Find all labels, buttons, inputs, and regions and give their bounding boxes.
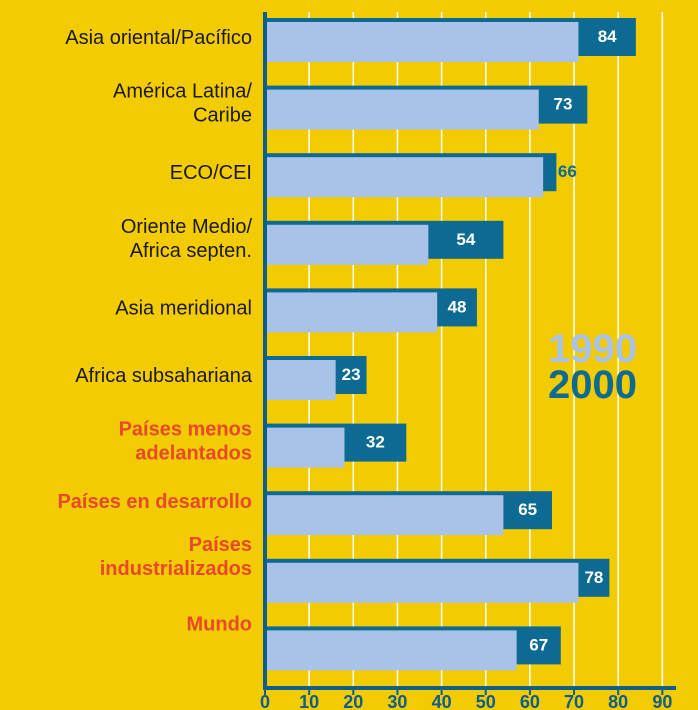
category-label: Mundo	[186, 613, 252, 635]
bar-1990	[265, 292, 438, 333]
x-tick-label: 80	[608, 692, 628, 710]
category-label: Oriente Medio/Africa septen.	[121, 216, 253, 262]
bar-1990	[265, 562, 579, 603]
x-tick-label: 60	[520, 692, 540, 710]
value-label: 73	[554, 95, 573, 114]
x-tick-label: 50	[476, 692, 496, 710]
bar-1990	[265, 495, 504, 536]
x-tick-label: 90	[652, 692, 672, 710]
value-label: 78	[584, 568, 603, 587]
category-label: ECO/CEI	[170, 162, 252, 184]
value-label: 66	[558, 162, 577, 181]
category-label: Africa subsahariana	[75, 365, 253, 387]
x-tick-label: 70	[564, 692, 584, 710]
bar-1990	[265, 360, 336, 400]
x-tick-label: 10	[299, 692, 319, 710]
x-tick-label: 0	[260, 692, 270, 710]
value-label: 84	[598, 27, 617, 46]
value-label: 32	[366, 433, 385, 452]
bar-1990	[265, 22, 579, 62]
bar-1990	[265, 630, 517, 671]
x-axis: 0 10 20 30 40 50 60 70 80 90	[260, 12, 676, 710]
category-label: Asia oriental/Pacífico	[65, 27, 252, 49]
category-label: América Latina/Caribe	[113, 81, 252, 127]
x-tick-label: 30	[387, 692, 407, 710]
legend-1990: 1990	[548, 327, 637, 371]
legend-2000: 2000	[548, 363, 637, 407]
value-label: 67	[529, 635, 548, 654]
x-tick-label: 40	[432, 692, 452, 710]
bar-1990	[265, 427, 345, 468]
bars: 84 73 66 54 48 23 32 65 78 67	[265, 18, 636, 671]
bar-1990	[265, 157, 544, 198]
category-label: Asia meridional	[115, 297, 252, 319]
bar-1990	[265, 89, 539, 130]
legend: 1990 2000	[548, 327, 637, 407]
category-label: Países en desarrollo	[57, 491, 252, 513]
x-tick-label: 20	[343, 692, 363, 710]
value-label: 65	[518, 500, 537, 519]
bar-1990	[265, 224, 429, 265]
value-label: 48	[448, 297, 467, 316]
value-label: 54	[456, 230, 475, 249]
value-label: 23	[342, 365, 361, 384]
